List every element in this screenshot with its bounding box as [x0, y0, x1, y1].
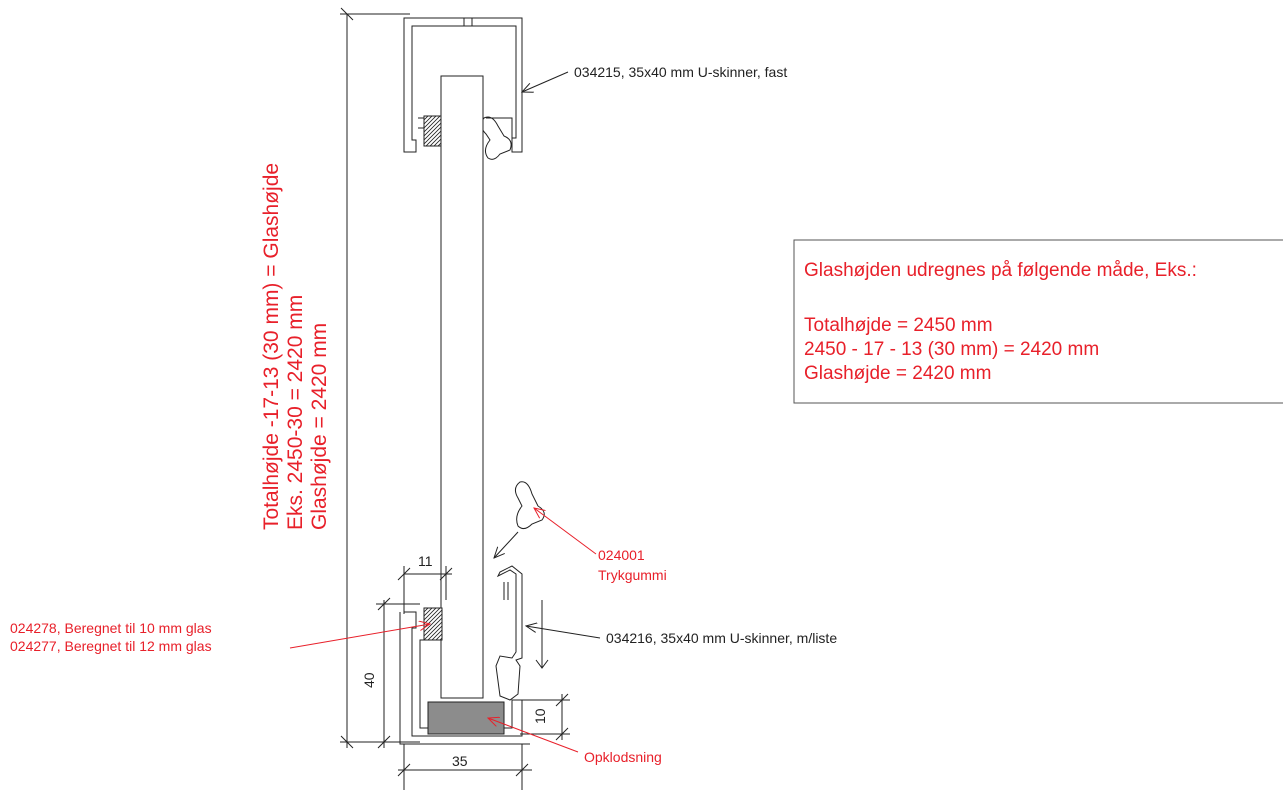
glass-12-callout: 024277, Beregnet til 12 mm glas — [10, 638, 212, 654]
bottom-glass-gasket — [423, 607, 443, 641]
leader-lines — [289, 71, 601, 753]
top-pressure-gasket — [480, 116, 512, 160]
setting-block — [427, 701, 505, 735]
clip-in-bead-profile — [495, 565, 523, 701]
glass-pane — [440, 75, 484, 699]
vertical-glass-height-label: Glashøjde = 2420 mm — [308, 323, 331, 530]
vertical-example-label: Eks. 2450-30 = 2420 mm — [284, 295, 307, 530]
total-height-dimension — [340, 7, 420, 749]
gasket-name-callout: Trykgummi — [598, 567, 667, 583]
gasket-code-callout: 024001 — [598, 547, 645, 563]
info-box-heading: Glashøjden udregnes på følgende måde, Ek… — [804, 260, 1197, 281]
calculation-info-box: Glashøjden udregnes på følgende måde, Ek… — [793, 239, 1283, 404]
top-glass-gasket — [423, 115, 443, 147]
setting-block-callout: Opklodsning — [584, 749, 662, 765]
dimension-35: 35 — [452, 753, 468, 769]
info-box-line-1: Totalhøjde = 2450 mm — [804, 315, 993, 336]
top-rail-callout: 034215, 35x40 mm U-skinner, fast — [574, 64, 787, 80]
info-box-line-3: Glashøjde = 2420 mm — [804, 363, 991, 384]
bottom-rail-callout: 034216, 35x40 mm U-skinner, m/liste — [606, 630, 837, 646]
dimension-40: 40 — [361, 672, 377, 688]
info-box-line-2: 2450 - 17 - 13 (30 mm) = 2420 mm — [804, 339, 1099, 360]
loose-pressure-gasket — [514, 481, 545, 530]
dimension-10: 10 — [532, 708, 548, 724]
dimension-marks — [376, 566, 570, 790]
glass-10-callout: 024278, Beregnet til 10 mm glas — [10, 620, 212, 636]
dimension-11: 11 — [418, 553, 433, 569]
vertical-formula-label: Totalhøjde -17-13 (30 mm) = Glashøjde — [260, 163, 283, 530]
